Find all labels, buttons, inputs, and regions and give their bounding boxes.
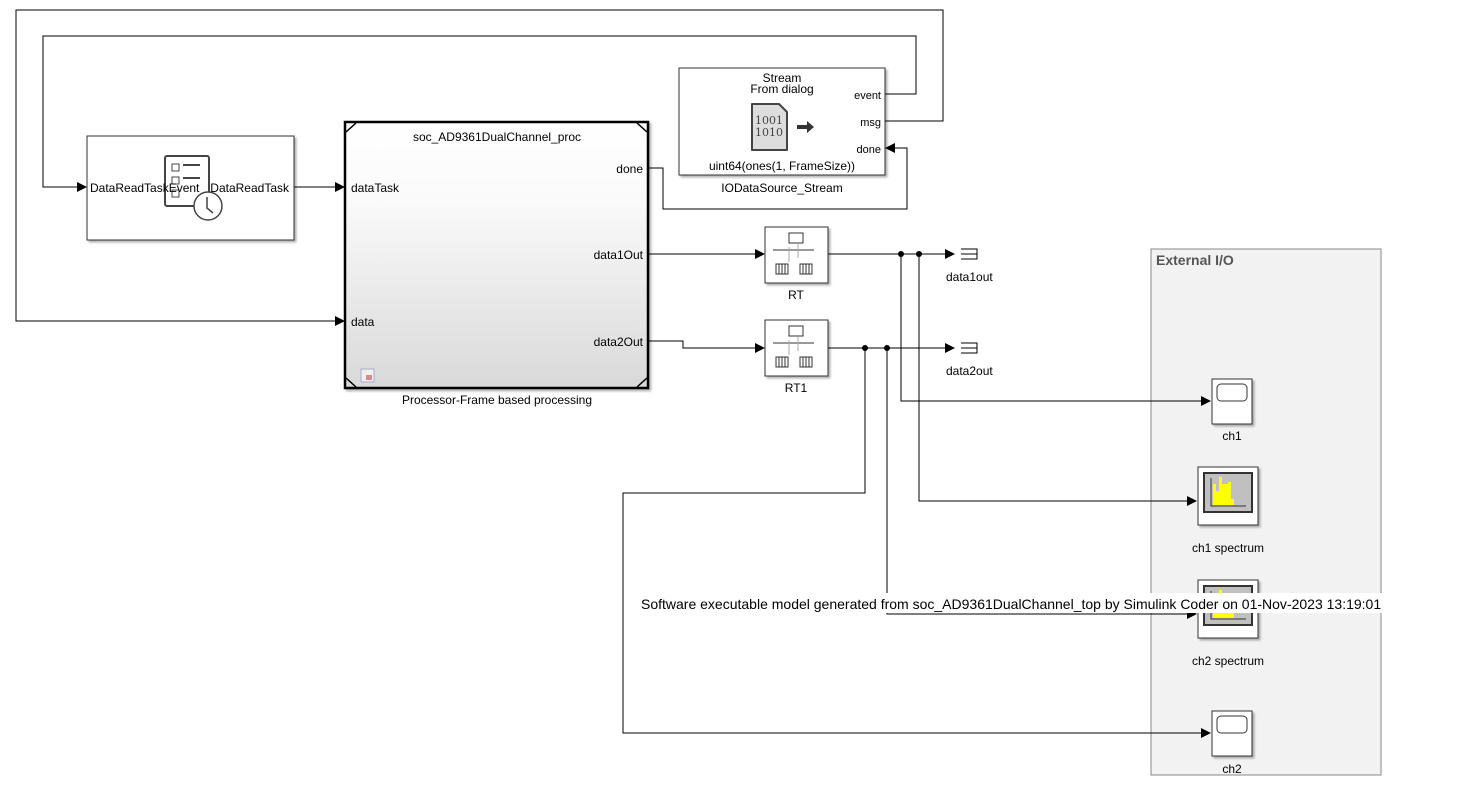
port-label: event xyxy=(854,90,881,102)
terminator-label: data1out xyxy=(946,270,993,284)
rt1-label: RT1 xyxy=(785,381,808,395)
port-label: DataReadTask xyxy=(210,181,290,195)
stream-caption: IODataSource_Stream xyxy=(721,181,842,195)
wire-ch1[interactable] xyxy=(900,254,1211,406)
rate-transition-rt1[interactable] xyxy=(764,319,829,377)
stream-line2: From dialog xyxy=(750,82,813,96)
junction-dot xyxy=(916,251,922,257)
port-label: data xyxy=(351,315,375,329)
task-clock-icon xyxy=(164,155,223,221)
wire-done[interactable] xyxy=(648,143,908,210)
port-label: DataReadTaskEvent xyxy=(90,181,200,195)
port-label: data2Out xyxy=(594,335,644,349)
spectrum-label: ch1 spectrum xyxy=(1192,541,1264,555)
scope-label: ch1 xyxy=(1222,429,1242,443)
subsystem-title: soc_AD9361DualChannel_proc xyxy=(413,130,581,144)
stream-line1: Stream xyxy=(763,71,802,85)
annotation-background xyxy=(638,593,1462,613)
external-io-title: External I/O xyxy=(1156,252,1234,268)
terminator-label: data2out xyxy=(946,364,993,378)
model-annotation[interactable]: Software executable model generated from… xyxy=(638,593,1462,613)
terminator-data2out[interactable]: data2out xyxy=(946,342,993,378)
junction-dot xyxy=(862,345,868,351)
junction-dot xyxy=(884,345,890,351)
wire-ch1-spectrum[interactable] xyxy=(918,254,1197,506)
subsystem-caption: Processor-Frame based processing xyxy=(402,393,592,407)
external-io-area[interactable]: External I/O xyxy=(1150,248,1382,776)
spectrum-ch1[interactable]: ch1 spectrum xyxy=(1192,466,1264,555)
wire-ch2-spectrum[interactable] xyxy=(886,348,1197,619)
task-block[interactable]: DataReadTaskEvent DataReadTask xyxy=(86,135,295,241)
stream-value: uint64(ones(1, FrameSize)) xyxy=(709,159,855,173)
scope-icon xyxy=(1216,715,1248,734)
port-label: dataTask xyxy=(351,181,400,195)
scope-ch1[interactable]: ch1 xyxy=(1211,378,1253,443)
junction-dot xyxy=(898,251,904,257)
rate-transition-icon xyxy=(773,325,814,368)
io-data-source-block[interactable]: Stream From dialog 1001 1010 uint64(ones… xyxy=(678,67,886,176)
annotation-text: Software executable model generated from… xyxy=(641,596,1381,612)
sd-card-text: 1001 xyxy=(755,114,783,127)
arrow-right-icon xyxy=(797,121,814,133)
scope-ch2[interactable]: ch2 xyxy=(1211,710,1253,776)
wire-ch2[interactable] xyxy=(622,348,1211,738)
port-label: data1Out xyxy=(594,248,644,262)
wire-event[interactable] xyxy=(42,35,917,192)
spectrum-icon xyxy=(1203,472,1253,513)
port-label: done xyxy=(857,144,881,156)
rate-transition-rt[interactable] xyxy=(764,226,829,284)
terminator-data1out[interactable]: data1out xyxy=(946,248,993,284)
port-label: done xyxy=(616,162,643,176)
sd-card-text: 1010 xyxy=(755,126,783,139)
port-label: msg xyxy=(860,117,881,129)
rate-transition-icon xyxy=(773,232,814,275)
spectrum-label: ch2 spectrum xyxy=(1192,654,1264,668)
open-subsystem-icon[interactable] xyxy=(360,368,375,383)
signal-lines[interactable] xyxy=(15,9,1211,738)
rt-label: RT xyxy=(788,288,804,302)
scope-icon xyxy=(1216,383,1248,402)
sd-card-icon: 1001 1010 xyxy=(751,103,788,151)
wire-data2out[interactable] xyxy=(648,340,765,353)
scope-label: ch2 xyxy=(1222,762,1242,776)
processor-subsystem-block[interactable]: soc_AD9361DualChannel_proc dataTask data… xyxy=(343,120,650,390)
wire-msg[interactable] xyxy=(15,9,944,326)
